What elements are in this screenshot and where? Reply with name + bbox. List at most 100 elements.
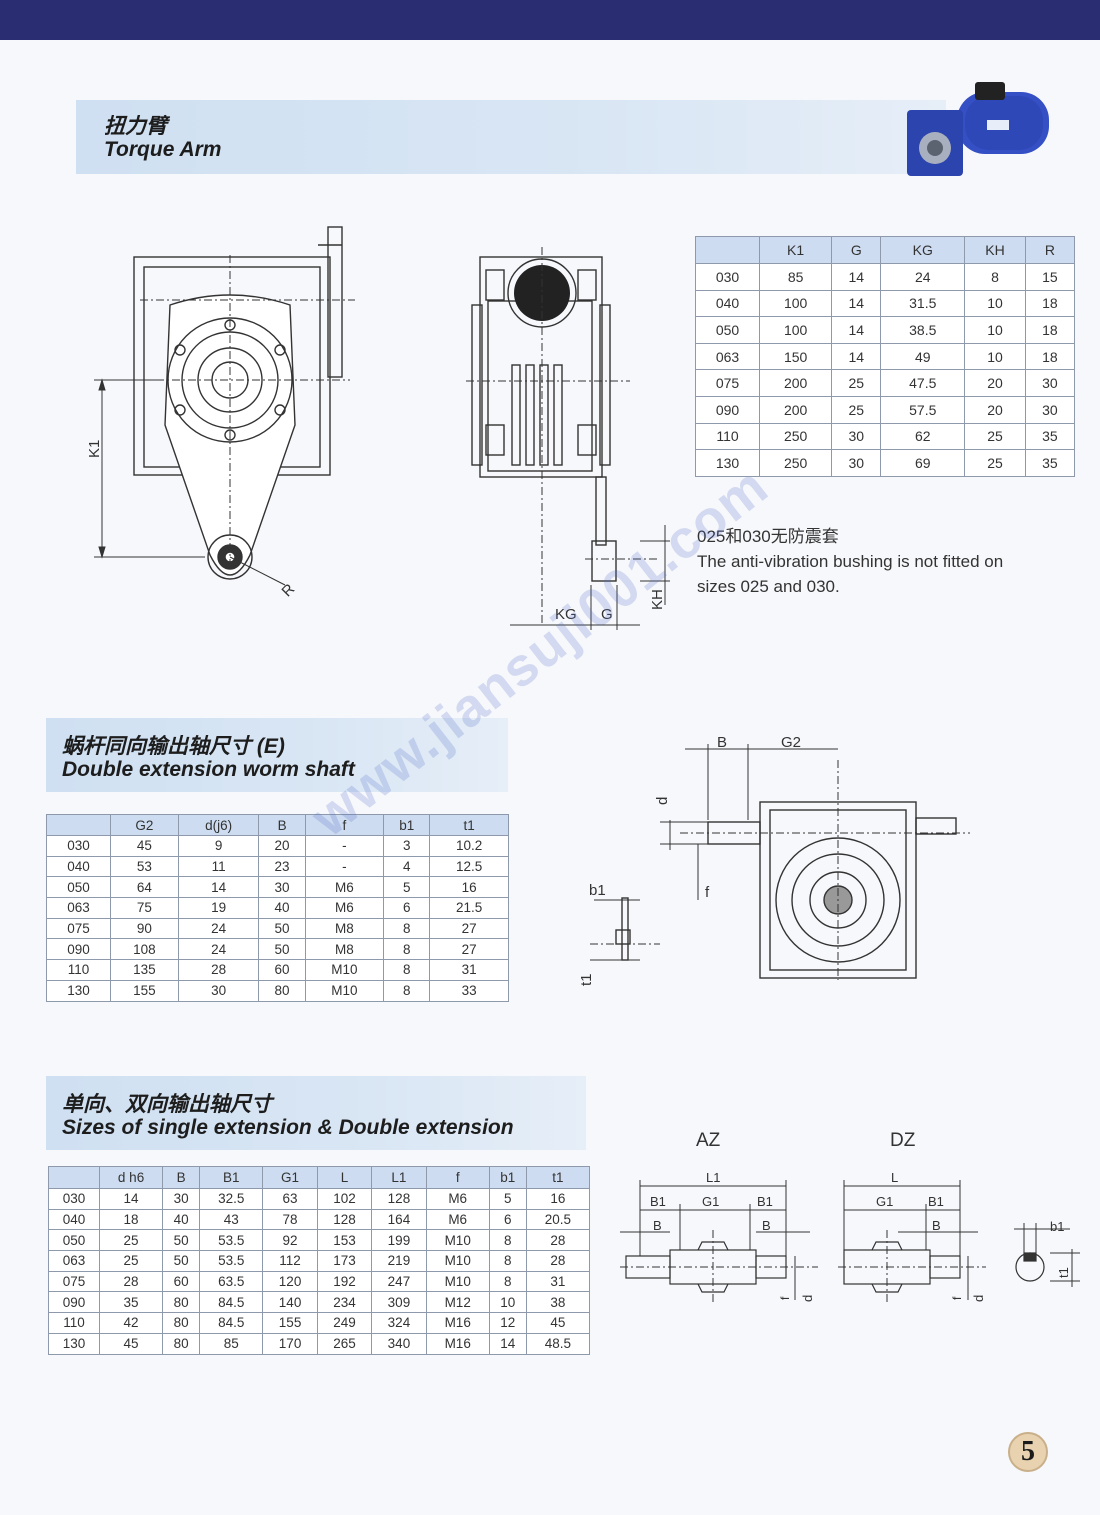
table-cell: 32.5 (199, 1188, 264, 1210)
table-cell: 11 (177, 855, 260, 878)
table-header (46, 814, 111, 836)
table-cell: 250 (758, 422, 833, 451)
table-cell: 25 (98, 1229, 164, 1252)
table-cell: 18 (1024, 342, 1076, 371)
table-cell: 35 (98, 1291, 164, 1314)
table-header: R (1024, 236, 1076, 264)
label-dz: DZ (890, 1130, 916, 1151)
table-header: L1 (371, 1166, 427, 1189)
table-cell: 50 (162, 1229, 201, 1252)
table-cell: 050 (48, 1229, 100, 1252)
table-cell: 5 (488, 1188, 527, 1210)
label-b-az: B (653, 1218, 662, 1233)
table-cell: 19 (177, 897, 260, 919)
table-cell: 219 (371, 1250, 427, 1272)
table-cell: 130 (695, 449, 760, 477)
table-header: G2 (110, 814, 179, 836)
torque-arm-side-drawing (466, 247, 670, 630)
table-cell: M10 (304, 979, 385, 1002)
table-cell: 25 (98, 1250, 164, 1272)
table-cell: 030 (48, 1188, 100, 1210)
table-cell: 16 (429, 876, 509, 899)
table-cell: 42 (98, 1312, 164, 1334)
table-cell: 128 (316, 1208, 373, 1231)
label-d: d (654, 796, 671, 805)
table-cell: 14 (177, 876, 260, 899)
worm-shaft-drawing (590, 744, 970, 980)
table-cell: 075 (46, 917, 111, 940)
torque-arm-front-drawing (94, 226, 355, 586)
table-cell: 21.5 (429, 897, 509, 919)
table-cell: 25 (831, 395, 882, 424)
table-header: d(j6) (177, 814, 260, 836)
table-cell: 27 (429, 917, 509, 940)
table-cell: 62 (880, 422, 966, 451)
table-cell: 050 (695, 316, 760, 344)
table-cell: M6 (425, 1208, 490, 1231)
table-cell: 130 (46, 979, 111, 1002)
label-b1: b1 (589, 882, 606, 899)
label-b1-az: B1 (650, 1194, 666, 1209)
label-k1: K1 (86, 439, 103, 458)
table-cell: 23 (258, 855, 306, 878)
table-cell: 10 (964, 289, 1026, 318)
table-cell: 80 (162, 1332, 201, 1355)
label-d-dz: d (971, 1294, 986, 1302)
table-cell: 31 (525, 1270, 591, 1293)
table-cell: 075 (48, 1270, 100, 1293)
table-cell: 64 (110, 876, 179, 899)
table-cell: 84.5 (199, 1312, 264, 1334)
table-cell: 45 (98, 1332, 164, 1355)
table-header (695, 236, 760, 264)
table-cell: 25 (964, 422, 1026, 451)
motor-gearbox-photo (907, 82, 1049, 176)
label-t1: t1 (578, 973, 595, 986)
table-cell: 135 (110, 959, 179, 981)
table-cell: 30 (162, 1188, 201, 1210)
label-f-az: f (778, 1296, 792, 1300)
bushing-note-en-2: sizes 025 and 030. (697, 577, 840, 596)
section-band-torque-arm: 扭力臂 Torque Arm (76, 100, 946, 174)
section-title-cn: 蜗杆同向输出轴尺寸 (E) (62, 735, 285, 758)
table-cell: 28 (525, 1229, 591, 1252)
label-b-dz: B (932, 1218, 941, 1233)
label-f: f (705, 884, 710, 901)
table-cell: 8 (488, 1229, 527, 1252)
table-cell: 38 (525, 1291, 591, 1314)
table-cell: 28 (98, 1270, 164, 1293)
table-header: G1 (262, 1166, 318, 1189)
table-cell: 43 (199, 1208, 264, 1231)
table-cell: 150 (758, 342, 833, 371)
table-header: G (831, 236, 882, 264)
table-header: B (258, 814, 306, 836)
table-cell: 85 (199, 1332, 264, 1355)
table-cell: 3 (383, 835, 431, 857)
section-title-cn: 单向、双向输出轴尺寸 (62, 1093, 272, 1116)
section-band-worm-shaft: 蜗杆同向输出轴尺寸 (E) Double extension worm shaf… (46, 718, 508, 792)
table-cell: 75 (110, 897, 179, 919)
table-cell: 10 (964, 316, 1026, 344)
header-bar (0, 0, 1100, 40)
az-shaft-drawing (620, 1180, 818, 1305)
table-cell: 53 (110, 855, 179, 878)
table-cell: 28 (177, 959, 260, 981)
table-cell: 60 (258, 959, 306, 981)
table-cell: 31 (429, 959, 509, 981)
label-b1-dz: B1 (928, 1194, 944, 1209)
bushing-note-en-1: The anti-vibration bushing is not fitted… (697, 552, 1004, 571)
table-cell: 63.5 (199, 1270, 264, 1293)
label-g1-dz: G1 (876, 1194, 894, 1209)
table-cell: 20 (258, 835, 306, 857)
table-cell: 250 (758, 449, 833, 477)
table-cell: 324 (371, 1312, 427, 1334)
table-cell: 84.5 (199, 1291, 264, 1314)
table-cell: M6 (304, 897, 385, 919)
